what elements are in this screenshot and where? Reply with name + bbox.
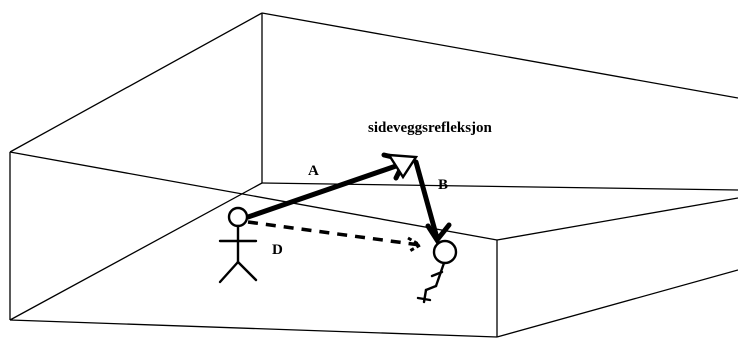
listener-figure bbox=[416, 239, 458, 304]
right-lower-edge bbox=[496, 269, 738, 338]
room-wireframe bbox=[9, 12, 738, 338]
listener-body bbox=[434, 261, 446, 288]
path-d-arrowhead bbox=[407, 236, 423, 254]
reflection-point-marker bbox=[386, 153, 419, 180]
speaker-left-leg bbox=[218, 260, 240, 284]
direct-path-d bbox=[247, 220, 423, 254]
listener-head bbox=[432, 239, 458, 265]
listener-arm bbox=[430, 270, 444, 278]
speaker-head bbox=[227, 206, 249, 228]
speaker-right-leg bbox=[236, 260, 258, 282]
label-d: D bbox=[272, 242, 283, 258]
right-upper-edge bbox=[496, 197, 738, 241]
back-wall-top-right-edge bbox=[261, 12, 738, 99]
listener-lap bbox=[424, 284, 438, 292]
back-wall-top-left-edge bbox=[9, 12, 263, 153]
front-top-edge bbox=[9, 151, 498, 241]
reflection-path-b bbox=[413, 159, 452, 245]
path-b-arrowhead bbox=[425, 222, 452, 245]
path-b-line bbox=[413, 159, 440, 241]
listener-chair bbox=[416, 296, 432, 302]
label-b: B bbox=[438, 177, 448, 193]
reflection-path-a bbox=[245, 152, 409, 220]
floor-left-edge bbox=[9, 182, 263, 321]
path-d-line bbox=[247, 220, 421, 247]
path-a-line bbox=[245, 163, 399, 220]
speaker-figure bbox=[218, 206, 258, 284]
caption-label: sideveggsrefleksjon bbox=[368, 120, 493, 136]
label-a: A bbox=[308, 163, 319, 179]
front-bottom-edge bbox=[9, 319, 498, 338]
